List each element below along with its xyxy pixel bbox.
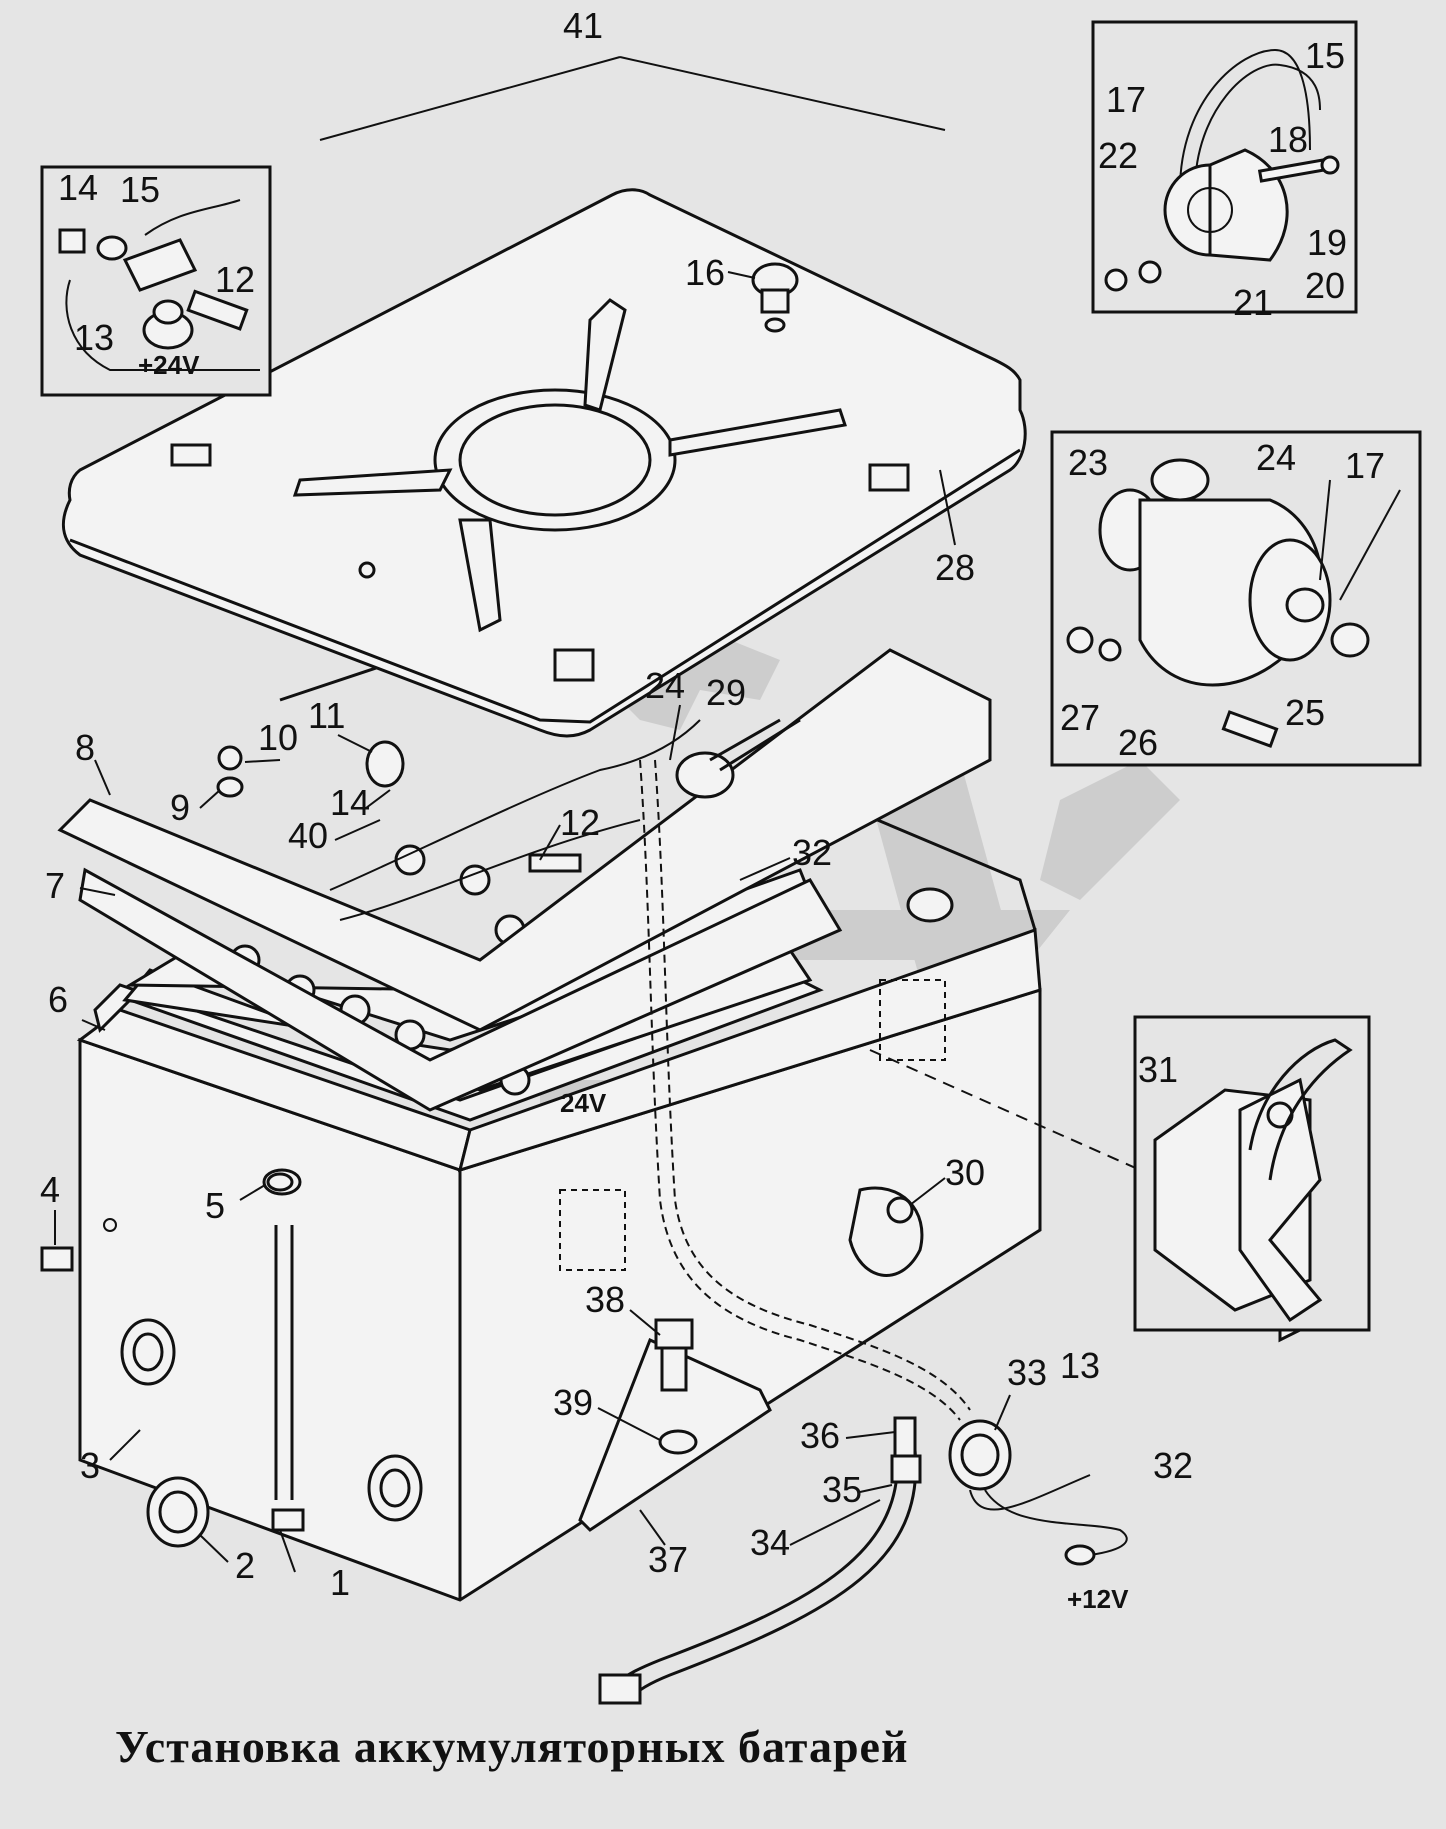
label-32-output: 32 [1153,1445,1193,1486]
inset-relay-label-24: 24 [1256,437,1296,478]
label-2: 2 [235,1545,255,1586]
inset-relay-label-27: 27 [1060,697,1100,738]
inset-relay-label-17: 17 [1345,445,1385,486]
inset-switch-label-18: 18 [1268,119,1308,160]
inset-terminal-label-13: 13 [74,317,114,358]
label-10: 10 [258,717,298,758]
label-34: 34 [750,1522,790,1563]
label-41: 41 [563,5,603,46]
label-24v: 24V [560,1088,607,1118]
label-24: 24 [645,665,685,706]
label-8: 8 [75,727,95,768]
mount-bracket-37 [578,1318,772,1532]
inset-terminal-label-14: 14 [58,167,98,208]
inset-switch-label-21: 21 [1233,282,1273,323]
inset-terminal-label-12: 12 [215,259,255,300]
inset-switch-label-15: 15 [1305,35,1345,76]
grommet-33 [948,1419,1012,1491]
labels-inset-switch: 15 17 18 22 19 20 21 [1098,35,1347,323]
label-3: 3 [80,1445,100,1486]
inset-terminal-label-15: 15 [120,169,160,210]
inset-terminal [40,165,272,397]
label-13-output: 13 [1060,1345,1100,1386]
label-29: 29 [706,672,746,713]
labels-inset-latch: 31 [1138,1049,1178,1090]
label-30: 30 [945,1152,985,1193]
inset-switch-label-20: 20 [1305,265,1345,306]
vent-plug [751,262,799,333]
wiring-harness [329,719,1141,1421]
fasteners [216,740,914,1224]
hold-down-frame-7 [78,867,843,1112]
inset-switch-label-22: 22 [1098,135,1138,176]
diagram-title: Установка аккумуляторных батарей [115,1721,909,1772]
labels-main: 1 2 3 4 5 6 7 8 9 10 11 12 14 16 24 28 2… [40,5,1193,1614]
label-37: 37 [648,1539,688,1580]
inset-switch [1091,20,1358,314]
label-4: 4 [40,1169,60,1210]
label-5: 5 [205,1185,225,1226]
label-38: 38 [585,1279,625,1320]
connector-29 [675,718,801,799]
tie-rod [262,1168,305,1532]
label-9: 9 [170,787,190,828]
label-40: 40 [288,815,328,856]
label-7: 7 [45,865,65,906]
label-14: 14 [330,782,370,823]
hose-34 [598,1416,922,1705]
labels-inset-relay: 23 24 17 27 26 25 [1060,437,1385,763]
leader-lines [54,271,1011,1573]
label-1: 1 [330,1562,350,1603]
bolt-4 [40,1246,74,1272]
output-wires [969,1474,1128,1566]
labels-inset-terminal: 14 15 12 13 +24V [58,167,255,380]
label-36: 36 [800,1415,840,1456]
inset-terminal-voltage: +24V [138,350,200,380]
inset-relay [1050,430,1422,767]
label-12: 12 [560,802,600,843]
label-39: 39 [553,1382,593,1423]
inset-switch-label-17: 17 [1106,79,1146,120]
label-32: 32 [792,832,832,873]
battery-box [76,798,1304,1602]
inset-relay-label-23: 23 [1068,442,1108,483]
inset-relay-label-26: 26 [1118,722,1158,763]
label-35: 35 [822,1469,862,1510]
assembly-bracket-41 [319,56,946,141]
label-11: 11 [308,695,345,736]
inset-relay-label-25: 25 [1285,692,1325,733]
inset-latch [1133,1015,1371,1332]
drain-plug [146,1476,210,1548]
inset-latch-label-31: 31 [1138,1049,1178,1090]
label-12v: +12V [1067,1584,1129,1614]
label-16: 16 [685,252,725,293]
label-33: 33 [1007,1352,1047,1393]
label-6: 6 [48,979,68,1020]
inset-switch-label-19: 19 [1307,222,1347,263]
label-28: 28 [935,547,975,588]
